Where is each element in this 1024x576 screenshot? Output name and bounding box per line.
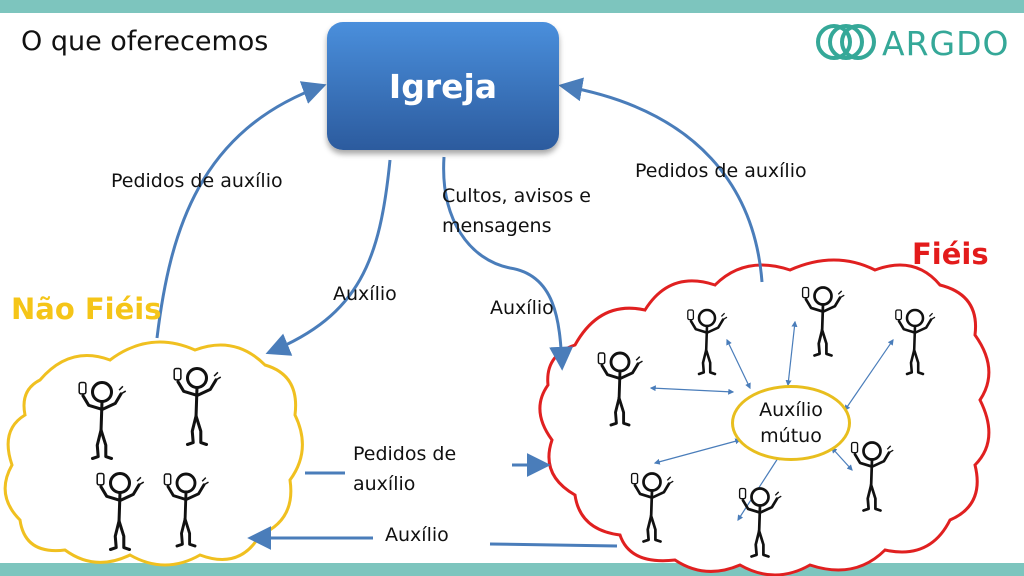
mutual-aid-line1: Auxílio bbox=[759, 399, 823, 421]
faithful-label: Fiéis bbox=[912, 237, 989, 271]
church-node: Igreja bbox=[327, 22, 559, 150]
arrow-faithful-to-non-faithful bbox=[489, 542, 618, 548]
edge-label-services-line2: mensagens bbox=[442, 215, 552, 237]
person-with-phone-icon bbox=[801, 286, 845, 357]
edge-label-requests-line1: Pedidos de bbox=[353, 443, 457, 465]
edge-label-faithful-to-non-faithful: Auxílio bbox=[385, 524, 449, 546]
person-with-phone-icon bbox=[850, 441, 894, 512]
mutual-aid-line2: mútuo bbox=[760, 425, 822, 447]
person-with-phone-icon bbox=[96, 471, 145, 552]
edge-label-requests-line2: auxílio bbox=[353, 473, 416, 495]
person-with-phone-icon bbox=[630, 472, 674, 543]
person-with-phone-icon bbox=[895, 308, 936, 376]
logo-text: ARGDO bbox=[882, 24, 1010, 63]
slide-title: O que oferecemos bbox=[21, 26, 269, 57]
top-bar bbox=[0, 0, 1024, 13]
edge-label-non-faithful-to-church: Pedidos de auxílio bbox=[111, 170, 283, 192]
person-with-phone-icon bbox=[687, 308, 728, 376]
person-with-phone-icon bbox=[597, 351, 643, 427]
people bbox=[78, 286, 936, 558]
person-with-phone-icon bbox=[163, 472, 209, 548]
person-with-phone-icon bbox=[738, 487, 782, 558]
logo-rings-icon bbox=[816, 24, 876, 60]
person-with-phone-icon bbox=[78, 380, 127, 461]
edge-label-services-line1: Cultos, avisos e bbox=[442, 185, 591, 207]
edge-label-faithful-to-church: Pedidos de auxílio bbox=[635, 160, 807, 182]
non-faithful-label: Não Fiéis bbox=[11, 292, 162, 326]
edge-label-church-to-faithful-aid: Auxílio bbox=[490, 297, 554, 319]
mutual-aid-node: Auxílio mútuo bbox=[731, 385, 851, 461]
non-faithful-cloud bbox=[3, 340, 304, 567]
arrow-faithful-to-church bbox=[558, 77, 764, 283]
arrow-non-faithful-to-church bbox=[155, 81, 327, 339]
person-with-phone-icon bbox=[173, 366, 222, 447]
edge-label-church-to-non-faithful: Auxílio bbox=[333, 283, 397, 305]
arrow-church-to-non-faithful bbox=[265, 159, 392, 356]
arrow-church-to-faithful bbox=[442, 156, 574, 371]
